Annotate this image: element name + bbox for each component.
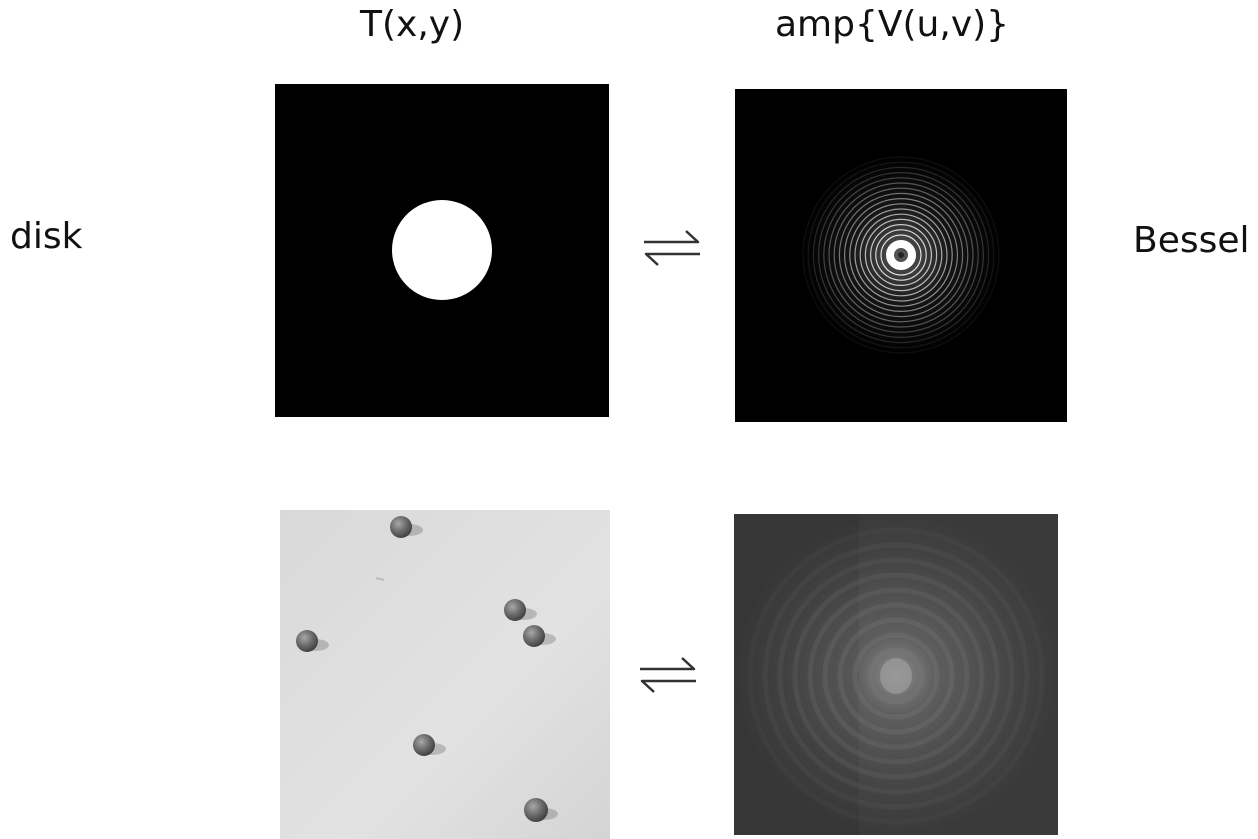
header-frequency: amp{V(u,v)} bbox=[775, 4, 1010, 45]
disk-image bbox=[275, 84, 609, 417]
transform-pair-symbol-2 bbox=[636, 655, 700, 695]
marbles bbox=[296, 516, 548, 822]
marbles-photo bbox=[280, 510, 610, 839]
header-spatial: T(x,y) bbox=[360, 4, 465, 45]
bessel-amplitude-image bbox=[735, 89, 1067, 422]
disk-shape bbox=[392, 200, 492, 300]
transform-pair-symbol-1 bbox=[640, 228, 704, 268]
label-disk: disk bbox=[10, 216, 83, 257]
marbles-fft-amplitude-image bbox=[734, 514, 1058, 835]
label-bessel: Bessel bbox=[1133, 220, 1250, 261]
